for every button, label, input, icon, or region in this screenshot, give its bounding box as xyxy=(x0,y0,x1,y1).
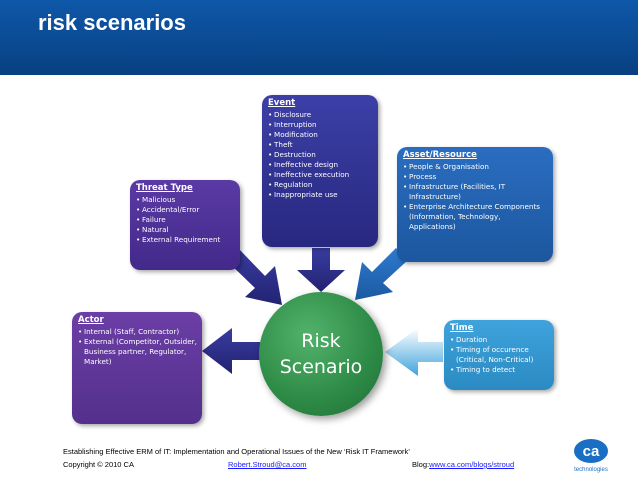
center-line1: Risk xyxy=(301,330,341,352)
list-item: Ineffective design xyxy=(268,160,374,170)
threat-type-list: Malicious Accidental/Error Failure Natur… xyxy=(130,195,240,245)
threat-arrow xyxy=(226,248,282,305)
asset-arrow xyxy=(355,248,408,300)
time-arrow xyxy=(385,328,443,376)
event-list: Disclosure Interruption Modification The… xyxy=(262,110,378,200)
footer-title: Establishing Effective ERM of IT: Implem… xyxy=(63,447,410,456)
footer-blog: Blog:www.ca.com/blogs/stroud xyxy=(412,460,514,469)
list-item: Internal (Staff, Contractor) xyxy=(78,327,198,337)
time-list: Duration Timing of occurence (Critical, … xyxy=(444,335,554,375)
threat-type-box: Threat Type Malicious Accidental/Error F… xyxy=(130,180,240,270)
list-item: External Requirement xyxy=(136,235,236,245)
list-item: Process xyxy=(403,172,549,182)
footer-copyright: Copyright © 2010 CA xyxy=(63,460,134,469)
footer-email-link[interactable]: Robert.Stroud@ca.com xyxy=(228,460,307,469)
event-box: Event Disclosure Interruption Modificati… xyxy=(262,95,378,247)
list-item: External (Competitor, Outsider, Business… xyxy=(78,337,198,367)
time-box: Time Duration Timing of occurence (Criti… xyxy=(444,320,554,390)
center-line2: Scenario xyxy=(279,356,363,378)
asset-resource-list: People & Organisation Process Infrastruc… xyxy=(397,162,553,232)
logo-text: ca xyxy=(583,443,600,460)
list-item: Duration xyxy=(450,335,550,345)
list-item: Accidental/Error xyxy=(136,205,236,215)
list-item: Modification xyxy=(268,130,374,140)
time-title: Time xyxy=(450,323,474,333)
list-item: Timing of occurence (Critical, Non-Criti… xyxy=(450,345,550,365)
risk-scenario-circle: Risk Scenario xyxy=(259,292,383,416)
list-item: Failure xyxy=(136,215,236,225)
footer-blog-label: Blog: xyxy=(412,460,430,469)
list-item: Disclosure xyxy=(268,110,374,120)
list-item: Destruction xyxy=(268,150,374,160)
ca-technologies-logo: ca technologies xyxy=(574,439,608,473)
list-item: Interruption xyxy=(268,120,374,130)
list-item: People & Organisation xyxy=(403,162,549,172)
list-item: Malicious xyxy=(136,195,236,205)
list-item: Regulation xyxy=(268,180,374,190)
list-item: Ineffective execution xyxy=(268,170,374,180)
list-item: Theft xyxy=(268,140,374,150)
actor-list: Internal (Staff, Contractor) External (C… xyxy=(72,327,202,367)
page-title: risk scenarios xyxy=(38,10,186,35)
event-arrow xyxy=(297,248,345,292)
asset-resource-title: Asset/Resource xyxy=(403,150,477,160)
list-item: Natural xyxy=(136,225,236,235)
logo-subtext: technologies xyxy=(574,467,608,473)
actor-box: Actor Internal (Staff, Contractor) Exter… xyxy=(72,312,202,424)
list-item: Enterprise Architecture Components (Info… xyxy=(403,202,549,232)
list-item: Inappropriate use xyxy=(268,190,374,200)
asset-resource-box: Asset/Resource People & Organisation Pro… xyxy=(397,147,553,262)
footer-blog-link[interactable]: www.ca.com/blogs/stroud xyxy=(429,460,515,469)
threat-type-title: Threat Type xyxy=(136,183,193,193)
actor-title: Actor xyxy=(78,315,104,325)
actor-arrow xyxy=(202,328,260,374)
event-title: Event xyxy=(268,98,296,108)
list-item: Timing to detect xyxy=(450,365,550,375)
list-item: Infrastructure (Facilities, IT Infrastru… xyxy=(403,182,549,202)
header-bar: risk scenarios xyxy=(0,0,638,75)
